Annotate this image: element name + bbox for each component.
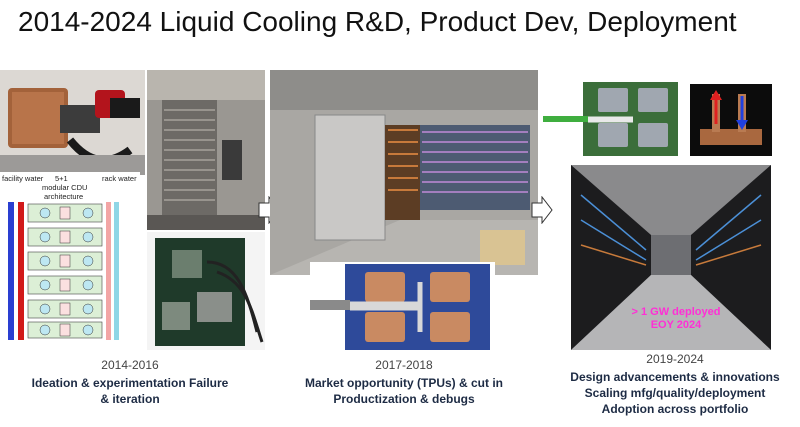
phase1-line2: & iteration — [100, 392, 160, 406]
heat-exchanger-photo — [0, 70, 145, 175]
phase1-years: 2014-2016 — [101, 358, 159, 372]
facility-water-label: facility water — [2, 174, 44, 183]
cold-plate-board-photo — [147, 232, 265, 350]
phase2-line1: Market opportunity (TPUs) & cut in — [305, 376, 503, 390]
phase1-description: Ideation & experimentation Failure & ite… — [10, 375, 250, 407]
rack-prototype-photo — [147, 70, 265, 230]
arch-label-2: modular CDU — [42, 183, 87, 192]
phase2-line2: Productization & debugs — [333, 392, 475, 406]
cold-plate-flow-photo — [690, 84, 772, 156]
arch-label-1: 5+1 — [55, 174, 68, 183]
datacenter-aisle-photo — [571, 165, 771, 350]
phase3-line1: Design advancements & innovations — [570, 370, 780, 384]
phase3-line2: Scaling mfg/quality/deployment — [584, 386, 766, 400]
modern-cold-plate-board-photo — [543, 78, 685, 160]
phase3-line3: Adoption across portfolio — [601, 402, 749, 416]
rack-water-label: rack water — [102, 174, 137, 183]
phase1-line1: Ideation & experimentation Failure — [31, 376, 229, 390]
deployment-callout: > 1 GW deployed EOY 2024 — [614, 306, 738, 332]
phase2-description: Market opportunity (TPUs) & cut in Produ… — [279, 375, 529, 407]
deployment-callout-line2: EOY 2024 — [650, 319, 702, 331]
phase3-description: Design advancements & innovations Scalin… — [555, 369, 795, 417]
slide-title: 2014-2024 Liquid Cooling R&D, Product De… — [18, 6, 737, 37]
phase3-years: 2019-2024 — [646, 352, 704, 366]
phase2-years: 2017-2018 — [375, 358, 433, 372]
tpu-board-cold-plates-photo — [310, 262, 495, 354]
deployment-callout-line1: > 1 GW deployed — [631, 306, 721, 318]
tpu-datacenter-row-photo — [270, 70, 538, 275]
arrow-right-icon — [531, 196, 553, 224]
cdu-architecture-diagram: facility water rack water 5+1 modular CD… — [0, 172, 140, 342]
arch-label-3: architecture — [44, 192, 83, 201]
